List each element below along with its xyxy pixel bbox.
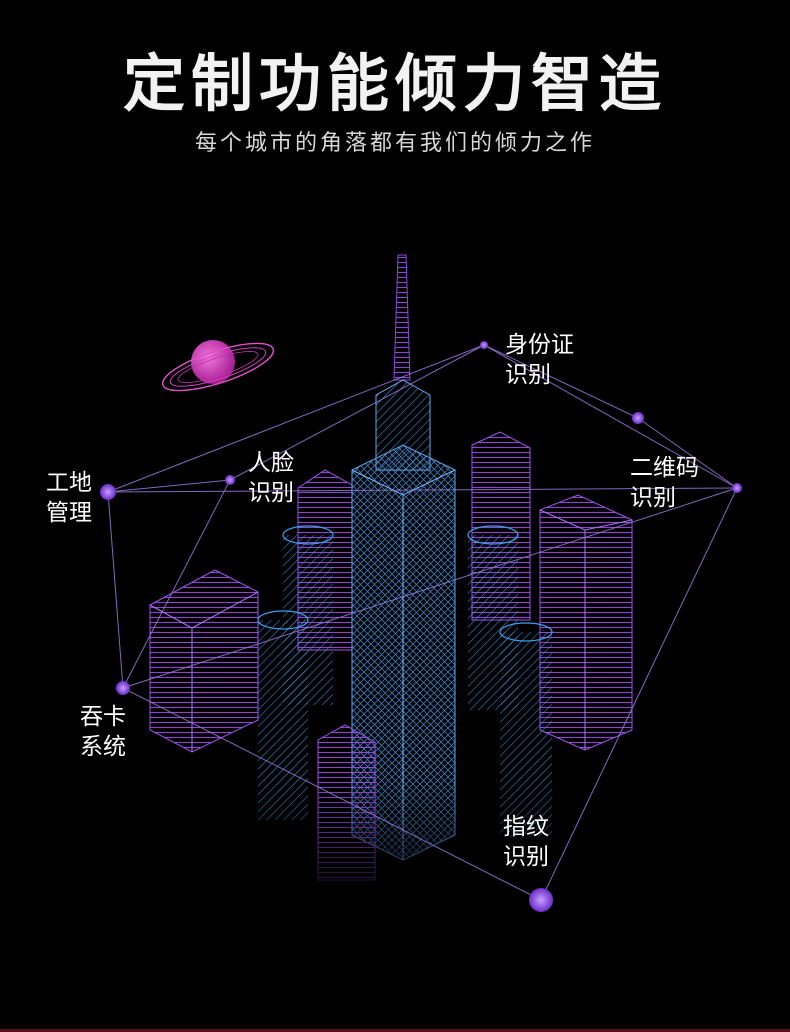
node-card-swallow: [116, 681, 130, 695]
network-lines: [107, 344, 738, 901]
bottom-divider: [0, 1029, 790, 1032]
label-id-card: 身份证识别: [505, 332, 574, 388]
label-site-management: 工地管理: [46, 470, 92, 526]
node-id-card: [480, 341, 488, 349]
central-tower: [351, 254, 456, 861]
label-fingerprint: 指纹识别: [503, 814, 549, 870]
label-card-swallow: 吞卡系统: [80, 704, 126, 760]
building-right-block: [539, 494, 633, 751]
planet-icon: [161, 340, 275, 392]
building-left-block: [149, 569, 259, 753]
node-qr-upper: [632, 412, 644, 424]
label-qr-code: 二维码识别: [630, 455, 699, 511]
node-qr-code: [732, 483, 742, 493]
node-site-management: [100, 484, 116, 500]
page-subtitle: 每个城市的角落都有我们的倾力之作: [194, 131, 595, 156]
node-fingerprint: [529, 888, 553, 912]
label-face: 人脸识别: [248, 450, 294, 506]
page-title: 定制功能倾力智造: [122, 47, 667, 120]
node-face: [225, 475, 235, 485]
